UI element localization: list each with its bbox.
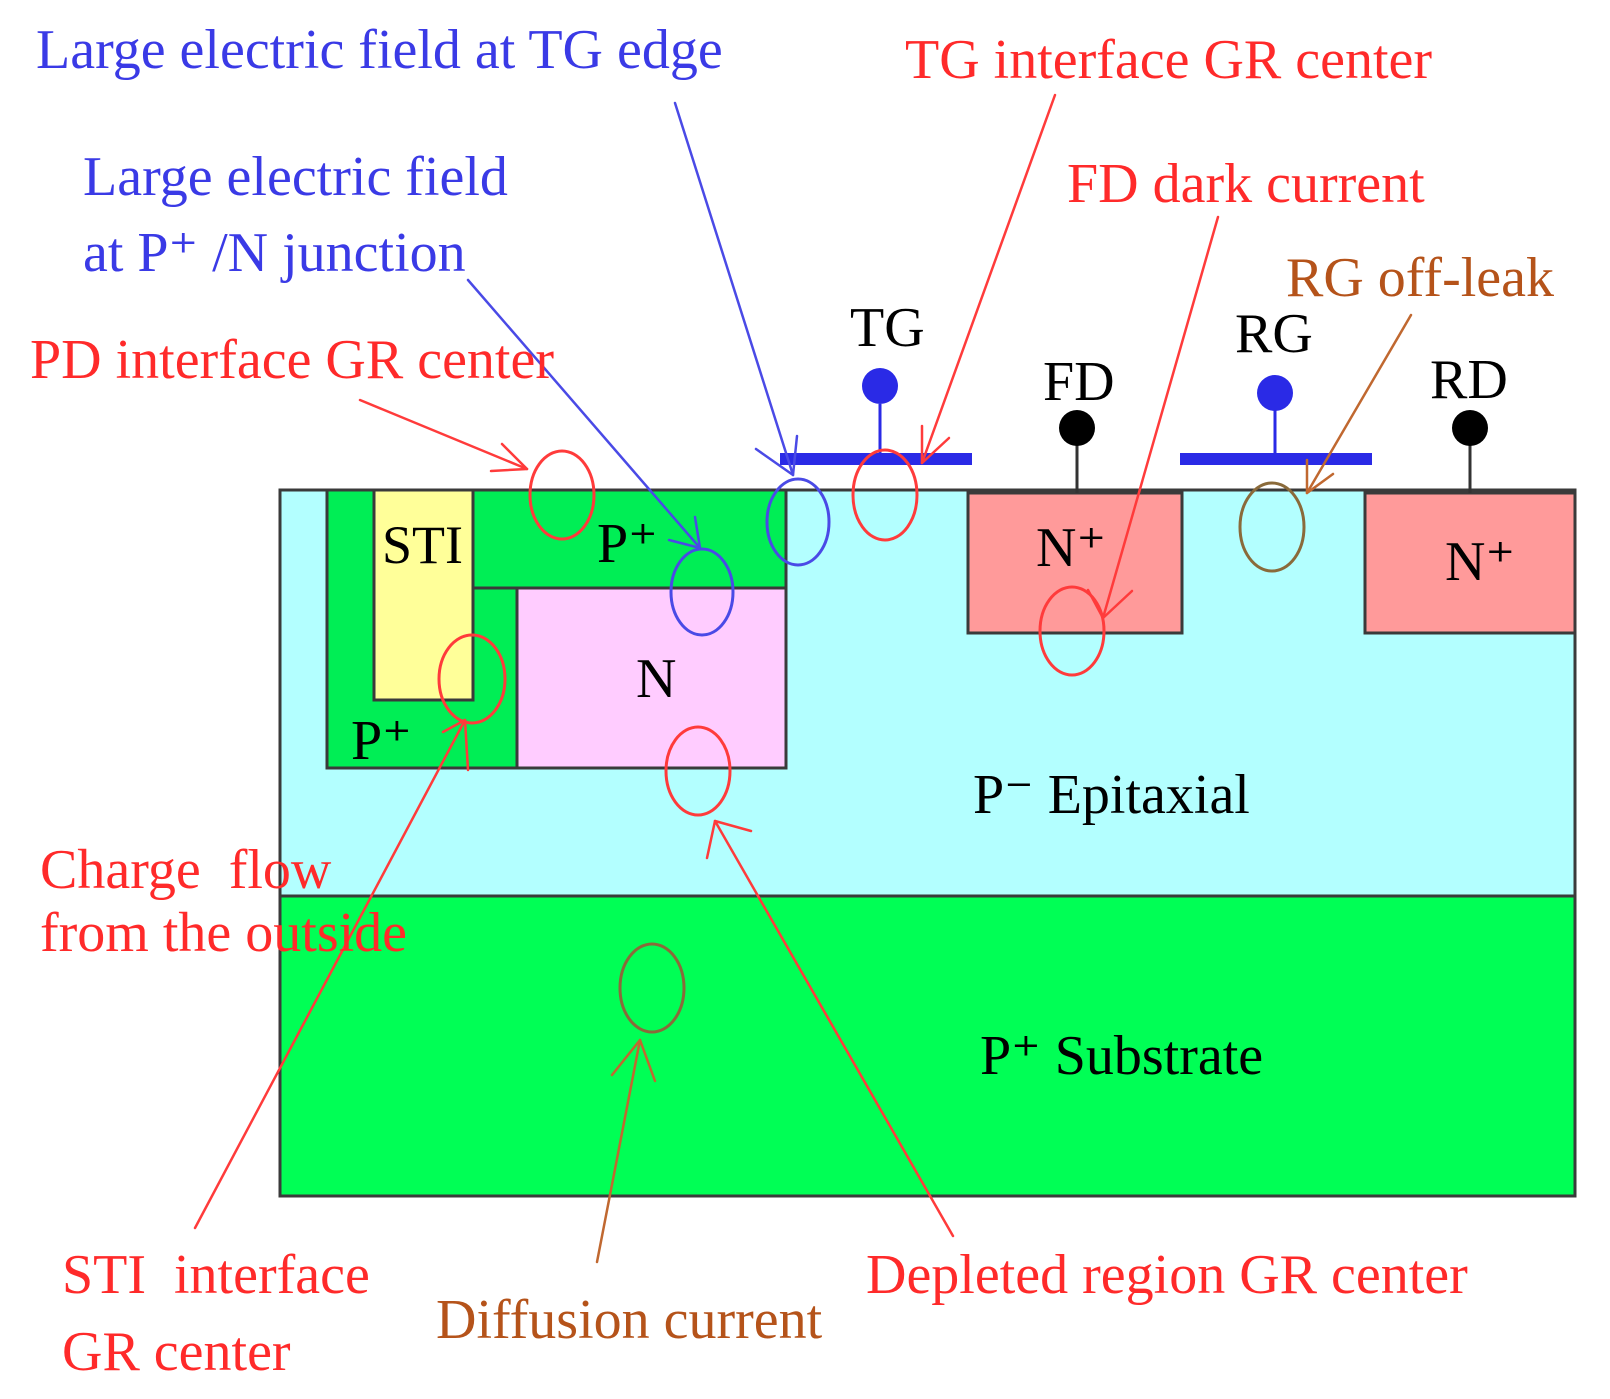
tg-interface-arrow: [920, 93, 1057, 465]
pd-interface-label: PD interface GR center: [30, 329, 554, 391]
annotation-labels: Large electric field at TG edge TG inter…: [30, 19, 1554, 1383]
rg-offleak-circle: [1238, 481, 1306, 573]
n-plus-rd-label: N⁺: [1445, 531, 1515, 593]
tg-interface-label: TG interface GR center: [905, 29, 1432, 91]
rg-terminal-label: RG: [1235, 303, 1313, 365]
large-field-tg-label: Large electric field at TG edge: [36, 19, 723, 81]
p-plus-pinning-layer: [471, 488, 788, 590]
transfer-gate-bar: [780, 453, 972, 465]
tg-edge-arrow: [673, 101, 799, 477]
p-plus-top-label: P⁺: [597, 513, 658, 575]
tg-interface-circle: [851, 448, 919, 542]
substrate-label: P⁺ Substrate: [980, 1025, 1263, 1087]
terminals: [780, 368, 1488, 493]
diffusion-circle: [618, 942, 686, 1034]
rg-offleak-label: RG off-leak: [1286, 247, 1554, 309]
pd-interface-arrow: [358, 398, 529, 473]
rd-terminal-label: RD: [1430, 349, 1508, 411]
fd-terminal-dot: [1059, 410, 1095, 446]
fd-dark-current-arrow: [1086, 215, 1220, 620]
arrows: [193, 93, 1413, 1264]
tg-edge-circle: [765, 477, 831, 567]
epitaxial-label: P⁻ Epitaxial: [973, 764, 1250, 826]
rg-offleak-arrow: [1305, 313, 1413, 495]
p-plus-bottom-label: P⁺: [351, 710, 412, 772]
sti-interface-circle: [437, 633, 507, 725]
pd-interface-circle: [528, 449, 596, 541]
sti-interface-label-line2: GR center: [62, 1321, 291, 1383]
n-photodiode-region: [515, 586, 788, 770]
sti-label: STI: [382, 515, 463, 575]
depleted-region-arrow: [705, 819, 955, 1238]
depleted-region-circle: [664, 725, 732, 817]
gr-center-markers: [437, 448, 1306, 1034]
rg-terminal-dot: [1257, 375, 1293, 411]
fd-dark-current-label: FD dark current: [1067, 153, 1425, 215]
fd-terminal-label: FD: [1043, 351, 1115, 413]
large-field-pn-label-line1: Large electric field: [83, 146, 508, 208]
charge-flow-label-line2: from the outside: [40, 902, 407, 964]
diffusion-arrow: [595, 1038, 657, 1264]
p-plus-substrate: [278, 894, 1577, 1198]
reset-gate-bar: [1180, 453, 1372, 465]
sti-region: [372, 488, 475, 702]
terminal-labels: TG FD RG RD: [850, 297, 1508, 413]
pn-junction-circle: [669, 547, 735, 637]
pn-junction-arrow: [466, 278, 702, 550]
tg-terminal-label: TG: [850, 297, 925, 359]
n-label: N: [636, 648, 676, 710]
device-cross-section: [278, 488, 1577, 1198]
sti-interface-label-line1: STI interface: [62, 1244, 370, 1306]
large-field-pn-label-line2: at P⁺ /N junction: [83, 222, 466, 284]
region-labels: STI P⁺ P⁺ N N⁺ N⁺ P⁻ Epitaxial P⁺ Substr…: [351, 513, 1515, 1087]
n-plus-fd-region: [966, 491, 1184, 635]
tg-terminal-dot: [862, 368, 898, 404]
sti-interface-arrow: [193, 718, 470, 1230]
charge-flow-label-line1: Charge flow: [40, 839, 332, 901]
rd-terminal-dot: [1452, 410, 1488, 446]
fd-dark-current-circle: [1038, 585, 1106, 677]
n-plus-rd-region: [1363, 491, 1577, 635]
diffusion-current-label: Diffusion current: [436, 1289, 823, 1351]
depleted-region-label: Depleted region GR center: [866, 1244, 1468, 1306]
n-plus-fd-label: N⁺: [1036, 517, 1106, 579]
